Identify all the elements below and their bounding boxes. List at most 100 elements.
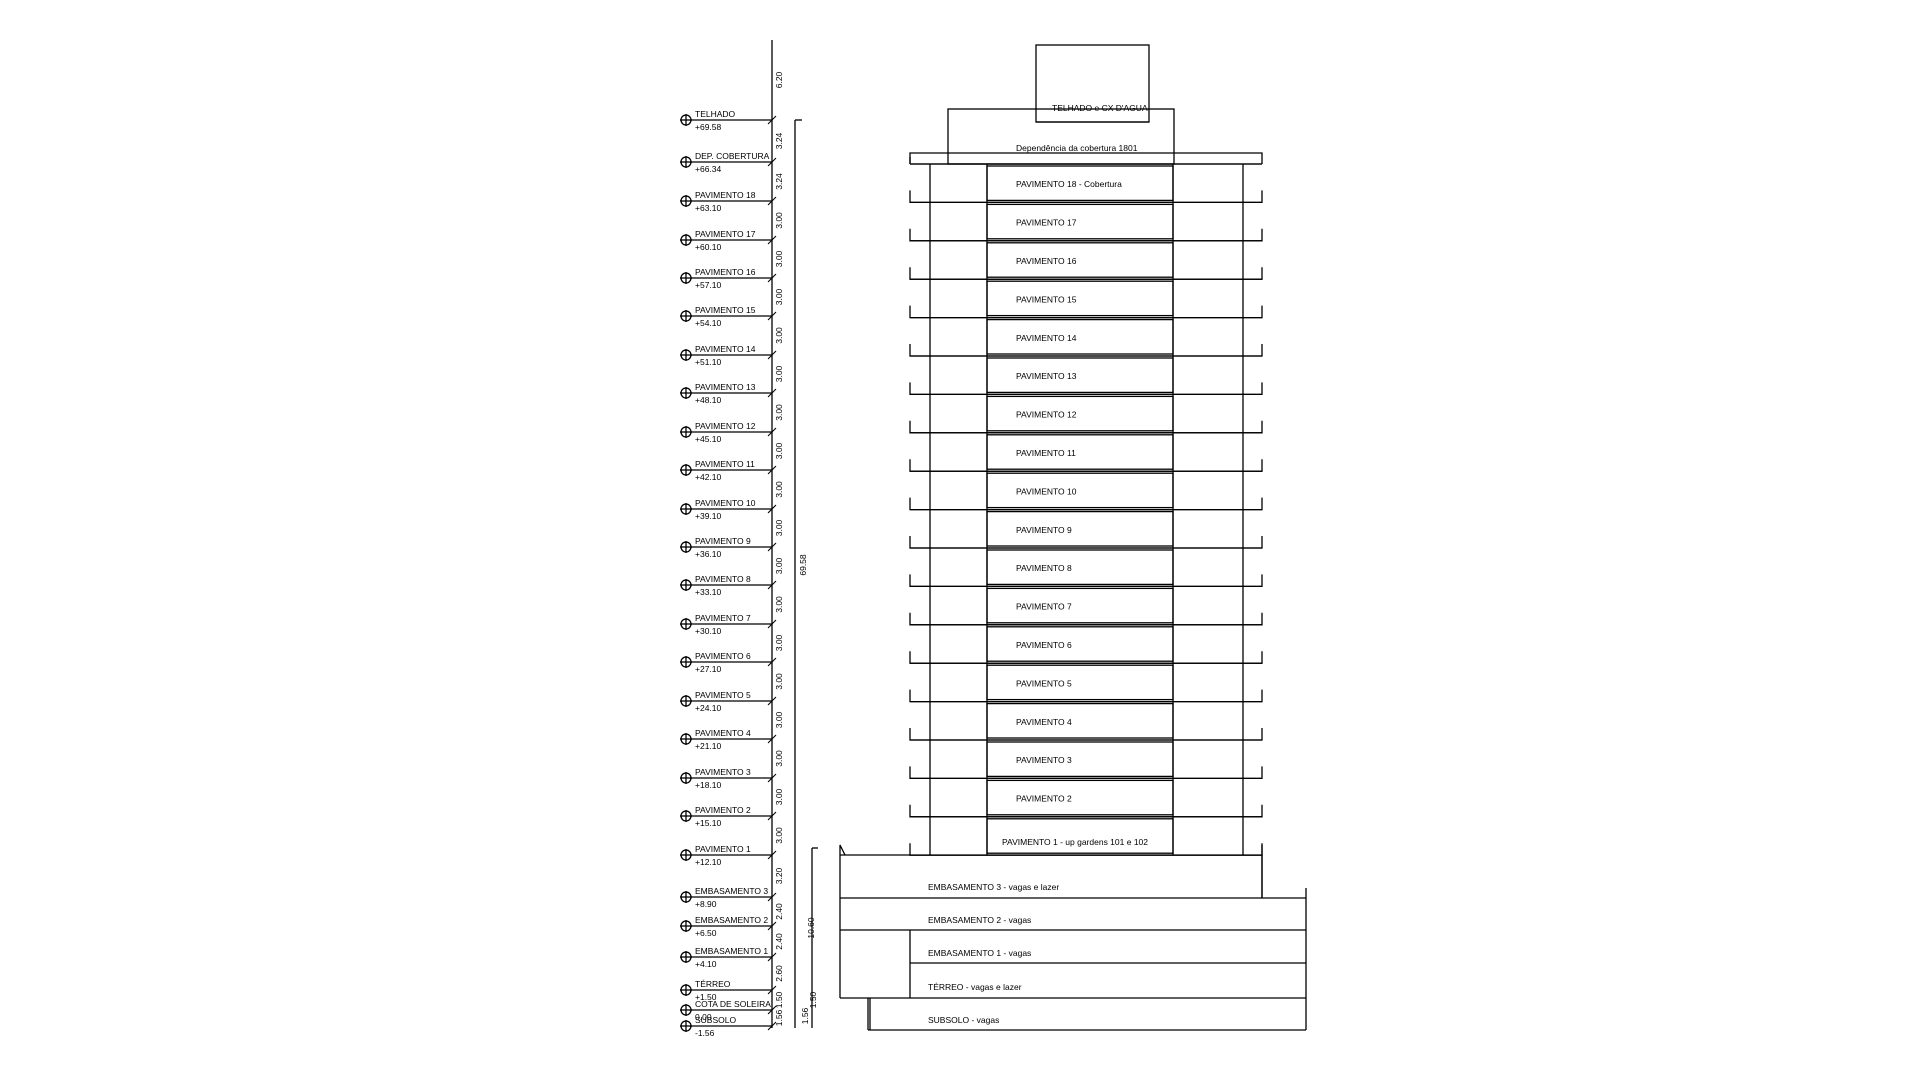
level-dimension: 1.50 [774, 991, 784, 1008]
floor-label: PAVIMENTO 9 [1016, 525, 1072, 535]
tower-floor: PAVIMENTO 14 [909, 316, 1263, 357]
tower-floor: PAVIMENTO 12 [909, 393, 1263, 434]
emb2-label: EMBASAMENTO 2 - vagas [928, 915, 1031, 925]
level-elevation: +1.50 [695, 992, 717, 1002]
tower-floor: PAVIMENTO 18 - Cobertura [909, 163, 1263, 204]
level-name: PAVIMENTO 7 [695, 613, 751, 623]
emb3-label: EMBASAMENTO 3 - vagas e lazer [928, 882, 1059, 892]
tower-floor: PAVIMENTO 9 [909, 508, 1263, 549]
tower-floor: PAVIMENTO 5 [909, 662, 1263, 703]
level-dimension: 3.00 [774, 673, 784, 690]
level-elevation: +45.10 [695, 434, 722, 444]
floor-label: PAVIMENTO 2 [1016, 794, 1072, 804]
level-name: PAVIMENTO 14 [695, 344, 756, 354]
level-marker: EMBASAMENTO 3+8.903.20 [680, 867, 784, 909]
level-elevation: +48.10 [695, 395, 722, 405]
level-name: PAVIMENTO 13 [695, 382, 756, 392]
level-name: PAVIMENTO 11 [695, 459, 755, 469]
level-name: SUBSOLO [695, 1015, 736, 1025]
roof-label: TELHADO e CX D'AGUA [1052, 103, 1148, 113]
level-dimension: 3.24 [774, 173, 784, 190]
level-marker: PAVIMENTO 17+60.103.00 [680, 212, 784, 252]
level-name: DEP. COBERTURA [695, 151, 770, 161]
level-dimension: 3.00 [774, 442, 784, 459]
level-elevation: +66.34 [695, 164, 722, 174]
level-marker: PAVIMENTO 11+42.103.00 [680, 442, 784, 482]
level-marker: TELHADO+69.586.20 [680, 71, 784, 132]
level-name: PAVIMENTO 4 [695, 728, 751, 738]
level-elevation: +57.10 [695, 280, 722, 290]
level-marker: PAVIMENTO 6+27.103.00 [680, 634, 784, 674]
floor-label: PAVIMENTO 7 [1016, 602, 1072, 612]
tower-floor: PAVIMENTO 11 [909, 432, 1263, 472]
level-marker: EMBASAMENTO 1+4.102.40 [680, 933, 784, 969]
tower-floor: PAVIMENTO 6 [909, 624, 1263, 664]
level-marker: PAVIMENTO 18+63.103.24 [680, 173, 784, 213]
level-name: PAVIMENTO 18 [695, 190, 756, 200]
level-dimension: 3.00 [774, 250, 784, 267]
level-marker: EMBASAMENTO 2+6.502.40 [680, 903, 784, 938]
tower-floor: PAVIMENTO 13 [909, 355, 1263, 396]
level-dimension: 3.00 [774, 327, 784, 344]
level-name: EMBASAMENTO 2 [695, 915, 768, 925]
level-dimension: 3.00 [774, 557, 784, 574]
floor-label: PAVIMENTO 11 [1016, 448, 1076, 458]
level-name: PAVIMENTO 2 [695, 805, 751, 815]
level-elevation: +24.10 [695, 703, 722, 713]
level-name: PAVIMENTO 9 [695, 536, 751, 546]
basement-height-dim: 1.56 [800, 1007, 810, 1024]
level-dimension: 3.00 [774, 788, 784, 805]
level-marker: PAVIMENTO 9+36.103.00 [680, 519, 784, 559]
level-dimension: 3.00 [774, 404, 784, 421]
level-name: EMBASAMENTO 3 [695, 886, 768, 896]
tower-floor: PAVIMENTO 16 [909, 240, 1263, 280]
level-dimension: 3.00 [774, 711, 784, 728]
tower-floor: PAVIMENTO 3 [909, 739, 1263, 780]
tower-floor: PAVIMENTO 15 [909, 278, 1263, 319]
floor-label: PAVIMENTO 6 [1016, 640, 1072, 650]
ground-height-dim: 1.50 [808, 991, 818, 1008]
level-name: PAVIMENTO 6 [695, 651, 751, 661]
level-dimension: 3.00 [774, 365, 784, 382]
level-elevation: +12.10 [695, 857, 722, 867]
level-elevation: +21.10 [695, 741, 722, 751]
level-dimension: 3.00 [774, 827, 784, 844]
floor-label: PAVIMENTO 8 [1016, 563, 1072, 573]
level-elevation: +60.10 [695, 242, 722, 252]
level-name: COTA DE SOLEIRA [695, 999, 771, 1009]
level-elevation: 0.00 [695, 1012, 712, 1022]
level-marker: PAVIMENTO 13 +48.10 3.00 [680, 365, 784, 405]
level-marker: PAVIMENTO 5+24.103.00 [680, 673, 784, 713]
floor-label: PAVIMENTO 12 [1016, 410, 1077, 420]
level-elevation: +54.10 [695, 318, 722, 328]
level-elevation: +8.90 [695, 899, 717, 909]
level-dimension: 3.00 [774, 212, 784, 229]
podium-height-dim: 10.60 [806, 917, 816, 939]
floor-label: PAVIMENTO 14 [1016, 333, 1077, 343]
level-name: PAVIMENTO 16 [695, 267, 756, 277]
level-elevation: +51.10 [695, 357, 722, 367]
level-name: PAVIMENTO 8 [695, 574, 751, 584]
level-elevation: +39.10 [695, 511, 722, 521]
level-dimension: 3.00 [774, 519, 784, 536]
tower-floor [909, 816, 1263, 856]
subsolo-label: SUBSOLO - vagas [928, 1015, 999, 1025]
emb1-label: EMBASAMENTO 1 - vagas [928, 948, 1031, 958]
total-height-dim: 69.58 [798, 554, 808, 576]
tower-floor: PAVIMENTO 4 [909, 700, 1263, 741]
level-elevation: +15.10 [695, 818, 722, 828]
level-elevation: +4.10 [695, 959, 717, 969]
level-marker: COTA DE SOLEIRA 0.00 1.50 [680, 991, 784, 1022]
level-marker: DEP. COBERTURA +66.34 3.24 [680, 132, 784, 174]
level-dimension: 3.24 [774, 132, 784, 149]
tower-floor: PAVIMENTO 17 [909, 201, 1263, 242]
level-elevation: +30.10 [695, 626, 722, 636]
level-elevation: +27.10 [695, 664, 722, 674]
tower-floor: PAVIMENTO 7 [909, 585, 1263, 626]
level-elevation: -1.56 [695, 1028, 715, 1038]
level-elevation: +69.58 [695, 122, 722, 132]
floor-label: PAVIMENTO 16 [1016, 256, 1077, 266]
penthouse-label: Dependência da cobertura 1801 [1016, 143, 1138, 153]
